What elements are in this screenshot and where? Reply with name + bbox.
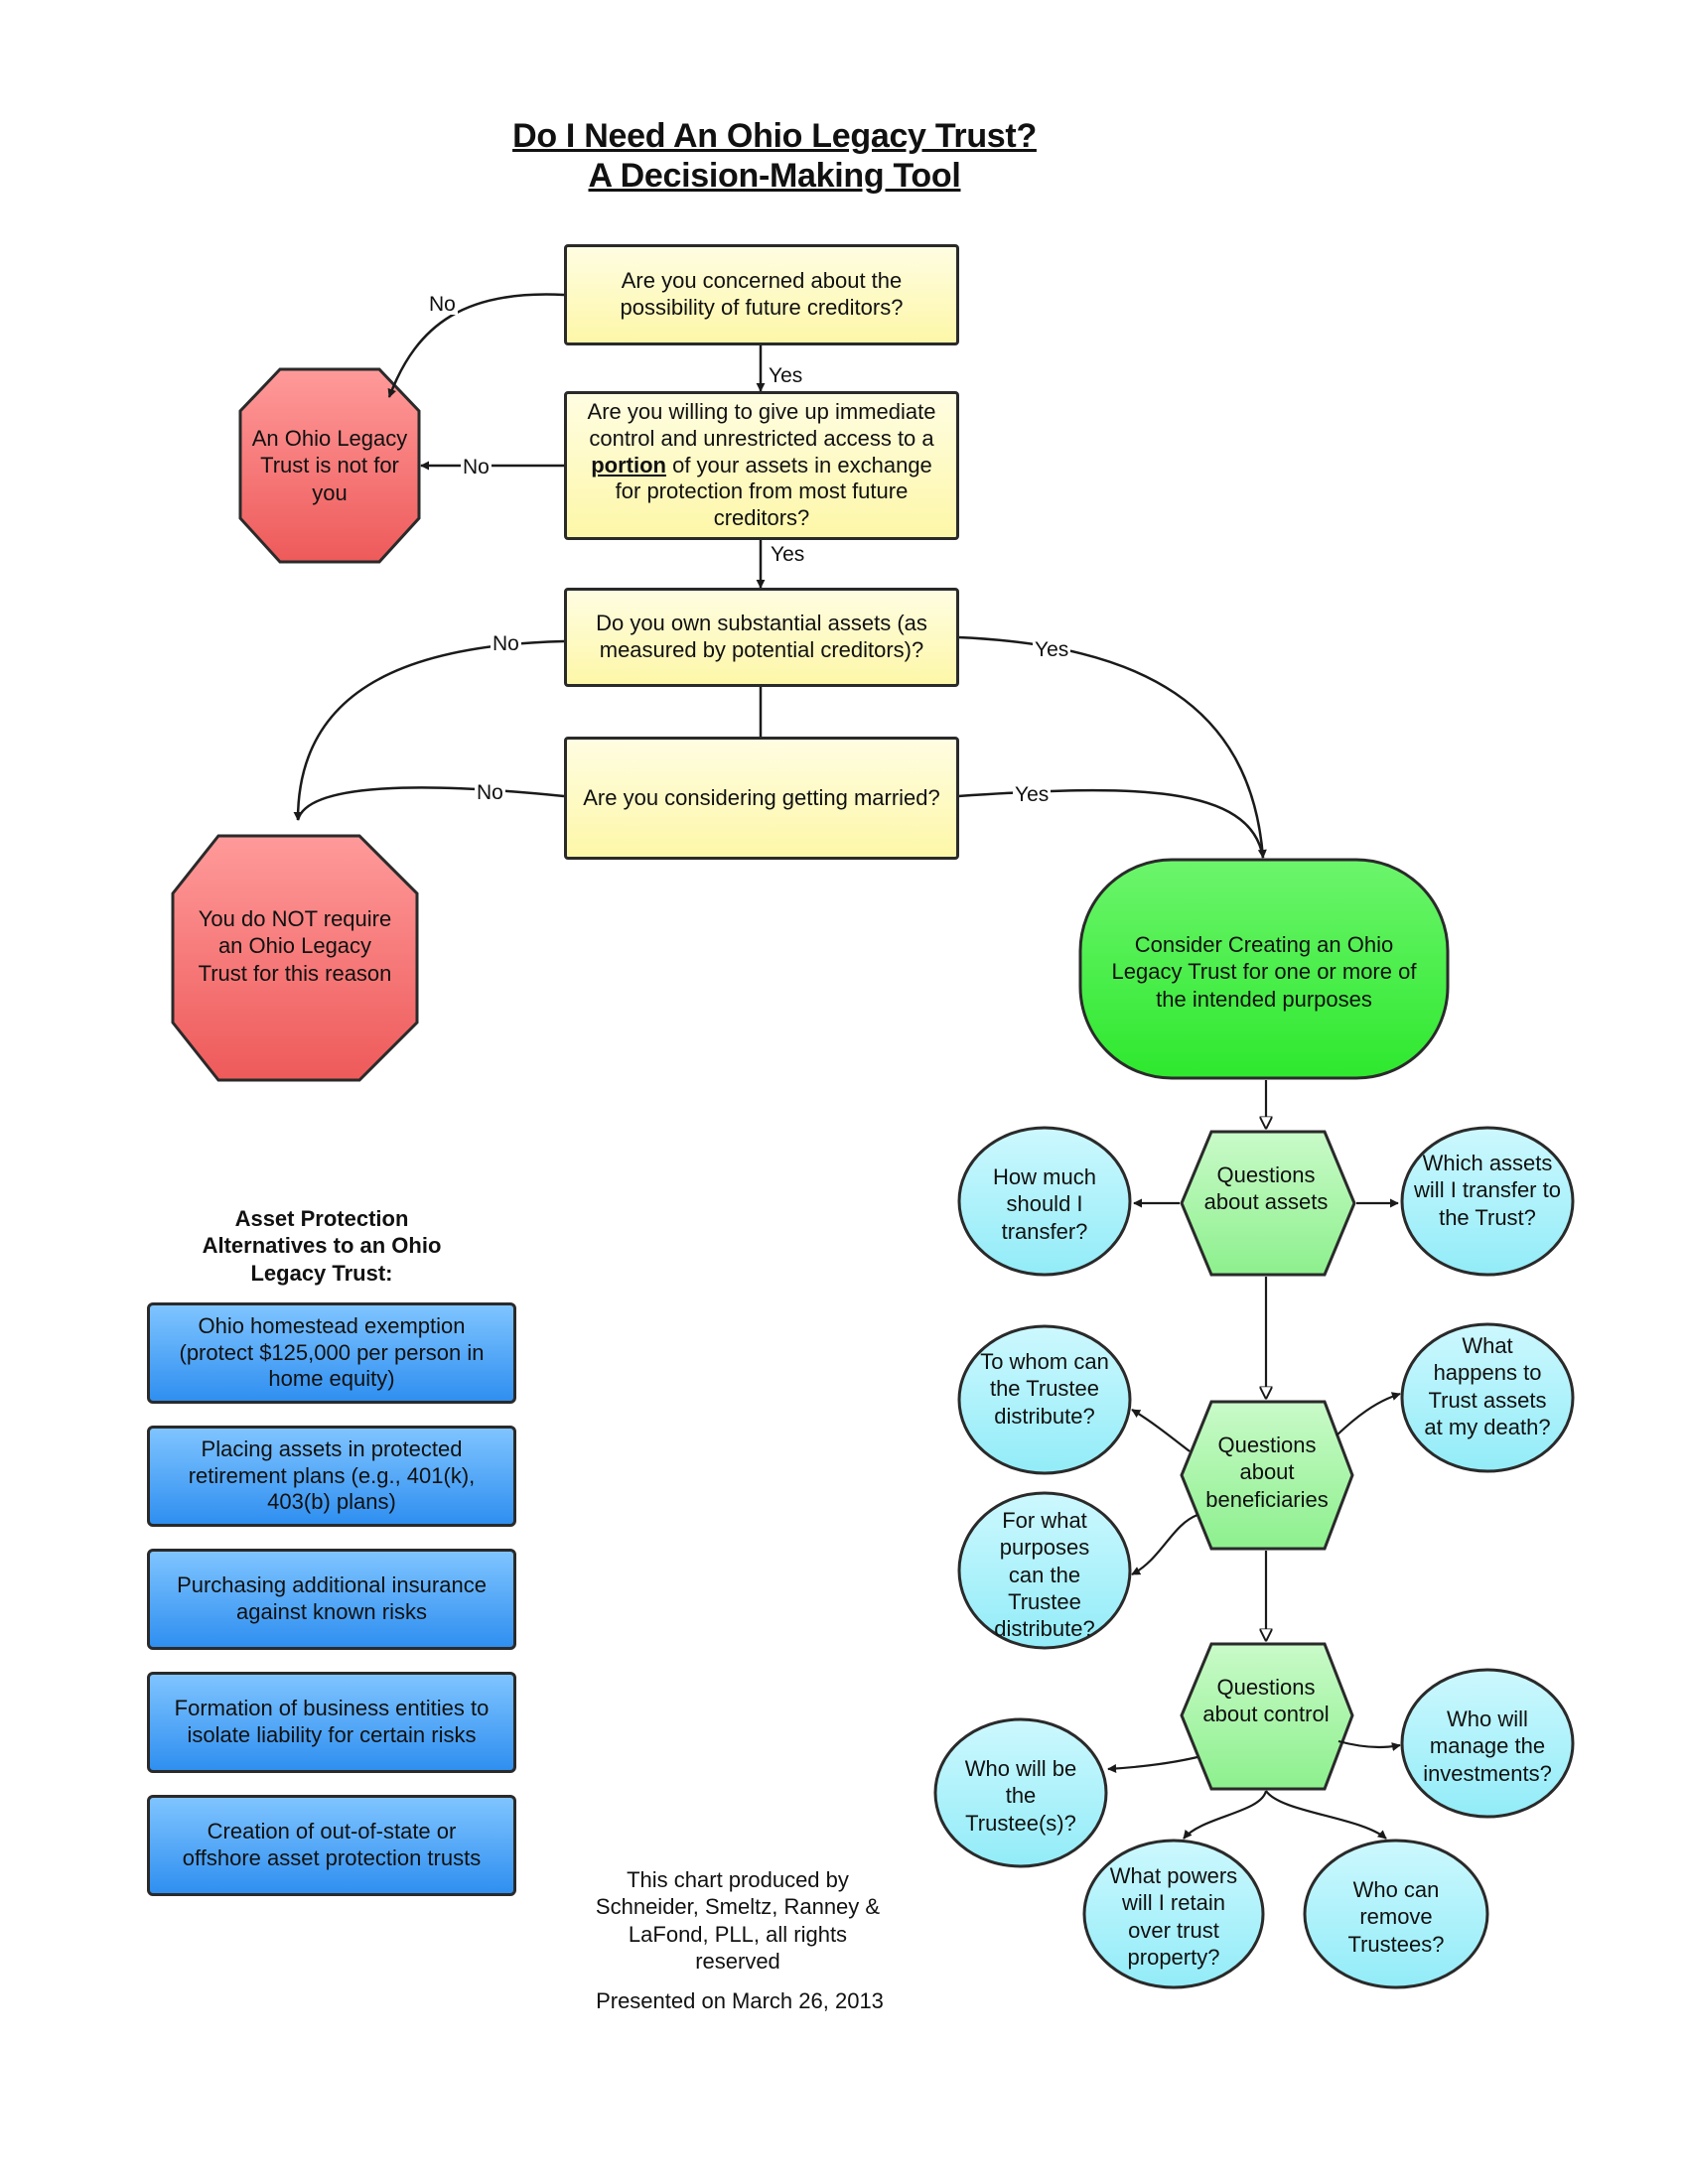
hexagon-beneficiaries-label: Questions about beneficiaries — [1205, 1433, 1329, 1512]
hexagon-assets — [1180, 1130, 1356, 1277]
question-getting-married-text: Are you considering getting married? — [583, 784, 940, 810]
connector-ben-purposes — [1131, 1513, 1198, 1575]
question-future-creditors: Are you concerned about the possibility … — [564, 244, 959, 345]
alternative-business-entities-text: Formation of business entities to isolat… — [174, 1696, 490, 1747]
stop-octagon-not-for-you — [238, 367, 421, 564]
bubble-who-trustee — [933, 1717, 1108, 1868]
hexagon-beneficiaries — [1180, 1400, 1354, 1551]
hexagon-assets-label: Questions about assets — [1203, 1162, 1329, 1215]
alternative-insurance-text: Purchasing additional insurance against … — [177, 1572, 487, 1624]
connector-q3-yes — [957, 635, 1267, 859]
label-q2-no: No — [461, 456, 492, 478]
hexagon-control — [1180, 1642, 1354, 1791]
label-q1-no: No — [427, 293, 458, 316]
question-getting-married: Are you considering getting married? — [564, 737, 959, 860]
bubble-what-happens — [1400, 1322, 1575, 1473]
connector-q4-yes — [957, 788, 1265, 859]
outcome-not-required: You do NOT require an Ohio Legacy Trust … — [198, 906, 392, 986]
label-q1-yes: Yes — [767, 364, 805, 387]
alternatives-heading: Asset Protection Alternatives to an Ohio… — [202, 1206, 442, 1286]
question-substantial-assets-text: Do you own substantial assets (as measur… — [596, 611, 927, 662]
bubble-what-powers — [1082, 1839, 1265, 1989]
emphasis-portion: portion — [591, 452, 666, 478]
outcome-not-for-you: An Ohio Legacy Trust is not for you — [251, 426, 408, 505]
bubble-to-whom — [957, 1324, 1132, 1475]
connector-control-powers — [1183, 1790, 1268, 1840]
bubble-how-much-text: How much should I transfer? — [993, 1164, 1096, 1244]
connector-ben-what-happens — [1336, 1392, 1401, 1436]
connector-control-manage — [1337, 1739, 1401, 1751]
alternative-homestead-text: Ohio homestead exemption (protect $125,0… — [179, 1312, 485, 1392]
bubble-which-assets — [1400, 1126, 1575, 1277]
bubble-for-what-purposes-text: For what purposes can the Trustee distri… — [994, 1508, 1095, 1642]
question-give-up-control-text: Are you willing to give up immediate con… — [587, 398, 936, 531]
alternative-offshore-trusts-text: Creation of out-of-state or offshore ass… — [182, 1819, 482, 1870]
question-future-creditors-text: Are you concerned about the possibility … — [620, 268, 904, 320]
bubble-to-whom-text: To whom can the Trustee distribute? — [980, 1349, 1109, 1429]
label-q4-no: No — [475, 781, 505, 804]
question-substantial-assets: Do you own substantial assets (as measur… — [564, 588, 959, 687]
page-subtitle: A Decision-Making Tool — [588, 157, 961, 195]
connector-q1-no — [387, 293, 565, 398]
outcome-consider: Consider Creating an Ohio Legacy Trust f… — [1111, 932, 1417, 1012]
consider-outcome-shape — [1078, 858, 1450, 1080]
stop-octagon-not-required — [171, 834, 419, 1082]
alternative-retirement-plans-text: Placing assets in protected retirement p… — [188, 1435, 476, 1515]
bubble-who-manage-text: Who will manage the investments? — [1423, 1706, 1552, 1786]
connector-q4-no — [296, 786, 565, 821]
alternative-insurance: Purchasing additional insurance against … — [147, 1549, 516, 1650]
alternative-business-entities: Formation of business entities to isolat… — [147, 1672, 516, 1773]
connector-ben-to-whom — [1131, 1409, 1191, 1452]
label-q2-yes: Yes — [769, 543, 807, 566]
footer-date: Presented on March 26, 2013 — [596, 1988, 884, 2013]
page-title: Do I Need An Ohio Legacy Trust? — [512, 117, 1037, 155]
bubble-who-remove-text: Who can remove Trustees? — [1347, 1877, 1445, 1957]
bubble-which-assets-text: Which assets will I transfer to the Trus… — [1414, 1151, 1561, 1230]
alternative-retirement-plans: Placing assets in protected retirement p… — [147, 1426, 516, 1527]
question-give-up-control: Are you willing to give up immediate con… — [564, 391, 959, 540]
bubble-who-remove — [1303, 1839, 1489, 1989]
bubble-how-much — [957, 1126, 1132, 1277]
label-q3-no: No — [491, 632, 521, 655]
footer-credit: This chart produced by Schneider, Smeltz… — [595, 1867, 881, 1974]
bubble-who-manage — [1400, 1668, 1575, 1819]
bubble-for-what-purposes — [957, 1491, 1132, 1650]
alternative-offshore-trusts: Creation of out-of-state or offshore ass… — [147, 1795, 516, 1896]
hexagon-control-label: Questions about control — [1202, 1675, 1330, 1727]
label-q4-yes: Yes — [1013, 783, 1052, 806]
bubble-what-happens-text: What happens to Trust assets at my death… — [1424, 1333, 1551, 1439]
connector-control-trustee — [1107, 1755, 1198, 1774]
bubble-who-trustee-text: Who will be the Trustee(s)? — [964, 1756, 1077, 1836]
alternative-homestead: Ohio homestead exemption (protect $125,0… — [147, 1302, 516, 1404]
bubble-what-powers-text: What powers will I retain over trust pro… — [1109, 1863, 1238, 1970]
connector-control-remove — [1265, 1790, 1387, 1840]
label-q3-yes: Yes — [1033, 638, 1071, 661]
